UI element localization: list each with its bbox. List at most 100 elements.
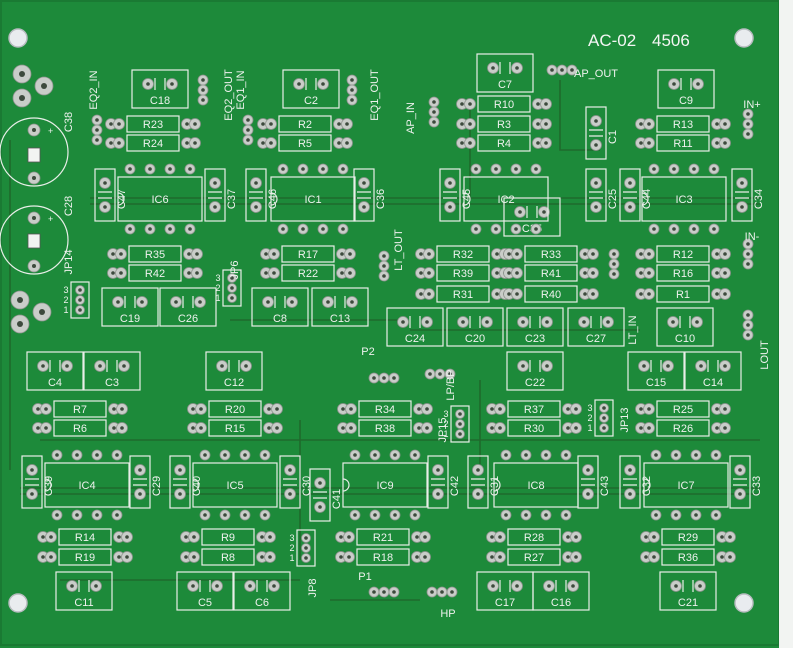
ic-ic5: IC5 xyxy=(192,449,278,521)
capacitor-c6: C6 xyxy=(233,571,291,611)
capacitor-c27: C27 xyxy=(567,307,625,347)
capacitor-layer: C18C2C7C9C1C38C28C47C37C46C36C45C35C25C4… xyxy=(21,53,765,611)
silk-label: R4 xyxy=(497,138,511,150)
silk-label: 1 xyxy=(63,305,68,315)
silk-label: EQ2_IN xyxy=(88,70,100,109)
silk-label: R8 xyxy=(221,552,235,564)
resistor-r16: R16 xyxy=(635,264,731,282)
silk-label: R23 xyxy=(143,119,163,131)
silk-label: 2 xyxy=(443,419,448,429)
silk-label: C6 xyxy=(255,597,269,609)
silk-label: R25 xyxy=(673,404,693,416)
capacitor-c4: C4 xyxy=(26,351,84,391)
ic-ic3: IC3 xyxy=(641,163,727,235)
connector-ap-out: AP_OUT xyxy=(546,64,618,80)
connector-eq2-out: EQ2_OUT xyxy=(197,69,235,121)
electrolytic-c38: + xyxy=(0,117,69,187)
silk-label: C22 xyxy=(525,377,545,389)
resistor-r31: R31 xyxy=(415,285,511,303)
silk-label: C30 xyxy=(301,476,313,496)
silk-label: C2 xyxy=(304,95,318,107)
capacitor-c21: C21 xyxy=(659,571,717,611)
capacitor-c28: C28 xyxy=(63,196,75,216)
silk-label: R41 xyxy=(541,268,561,280)
resistor-r32: R32 xyxy=(415,245,511,263)
resistor-r14: R14 xyxy=(37,528,133,546)
silk-label: C13 xyxy=(330,313,350,325)
silk-label: R30 xyxy=(524,423,544,435)
capacitor-c10: C10 xyxy=(656,307,714,347)
connector-hp: HP xyxy=(426,586,458,620)
capacitor-c5: C5 xyxy=(176,571,234,611)
ic-ic1: IC1 xyxy=(270,163,356,235)
silk-label: IN- xyxy=(745,231,760,243)
mounting-hole-bl xyxy=(8,593,28,613)
silk-label: C16 xyxy=(551,597,571,609)
capacitor-c20: C20 xyxy=(446,307,504,347)
capacitor-c15: C15 xyxy=(627,351,685,391)
silk-label: 1 xyxy=(215,293,220,303)
capacitor-c13: C13 xyxy=(311,287,369,327)
resistor-r34: R34 xyxy=(337,400,433,418)
silk-label: C32 xyxy=(641,476,653,496)
silk-label: C17 xyxy=(495,597,515,609)
silk-label: R21 xyxy=(373,532,393,544)
silk-label: R27 xyxy=(524,552,544,564)
silk-label: JP6 xyxy=(229,261,241,280)
resistor-r25: R25 xyxy=(635,400,731,418)
silk-label: EQ1_OUT xyxy=(369,69,381,121)
silk-label: C18 xyxy=(150,95,170,107)
silk-label: R38 xyxy=(375,423,395,435)
silk-label: 3 xyxy=(289,533,294,543)
resistor-r39: R39 xyxy=(415,264,511,282)
silk-label: AP_IN xyxy=(405,102,417,134)
silk-label: LOUT xyxy=(759,340,771,370)
capacitor-c7: C7 xyxy=(476,53,534,93)
resistor-r22: R22 xyxy=(260,264,356,282)
silk-label: R14 xyxy=(75,532,95,544)
silk-label: C42 xyxy=(449,476,461,496)
resistor-r23: R23 xyxy=(105,115,201,133)
ic-ic2: IC2 xyxy=(463,163,549,235)
silk-label: R15 xyxy=(225,423,245,435)
resistor-r11: R11 xyxy=(635,134,731,152)
svg-text:+: + xyxy=(48,126,53,136)
silk-label: IN+ xyxy=(743,99,760,111)
silk-label: IC1 xyxy=(304,194,321,206)
silk-label: C9 xyxy=(679,95,693,107)
resistor-r13: R13 xyxy=(635,115,731,133)
ic-ic4: IC4 xyxy=(44,449,130,521)
resistor-r38: R38 xyxy=(337,419,433,437)
silk-label: R16 xyxy=(673,268,693,280)
resistor-r17: R17 xyxy=(260,245,356,263)
capacitor-c36: C36 xyxy=(353,168,387,222)
connector-lp-bp: LP/BP xyxy=(424,368,457,401)
silk-label: R11 xyxy=(673,138,692,150)
resistor-r6: R6 xyxy=(32,419,128,437)
resistor-r33: R33 xyxy=(503,245,599,263)
capacitor-c1: C1 xyxy=(585,106,619,160)
capacitor-c42: C42 xyxy=(427,455,461,509)
resistor-r40: R40 xyxy=(503,285,599,303)
resistor-r28: R28 xyxy=(486,528,582,546)
capacitor-c18: C18 xyxy=(131,69,189,109)
silk-label: C38 xyxy=(63,112,75,132)
silk-label: R34 xyxy=(375,404,395,416)
silk-label: R36 xyxy=(678,552,698,564)
resistor-r26: R26 xyxy=(635,419,731,437)
silk-label: R6 xyxy=(73,423,87,435)
resistor-r19: R19 xyxy=(37,548,133,566)
resistor-r37: R37 xyxy=(486,400,582,418)
silk-label: R32 xyxy=(453,249,473,261)
silk-label: 2 xyxy=(289,543,294,553)
silk-label: R31 xyxy=(453,289,473,301)
silk-label: IC3 xyxy=(675,194,692,206)
silk-label: JP15 xyxy=(437,417,449,442)
